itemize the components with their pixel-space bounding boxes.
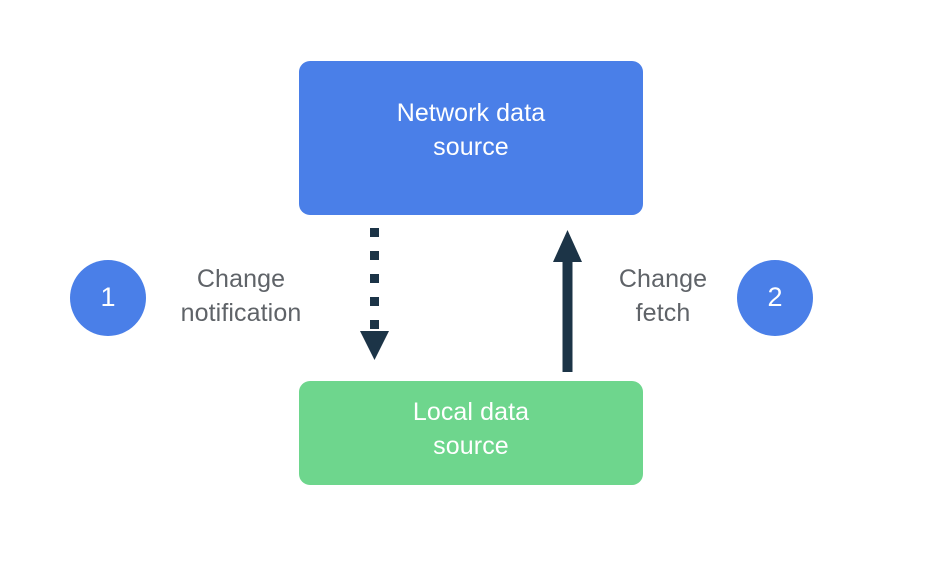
edge-label-change-notification: Change notification (180, 265, 302, 327)
node-local-data-source-label: Local data source (412, 398, 530, 460)
arrowhead-up-icon (553, 230, 582, 262)
step-badge-2[interactable]: 2 (737, 260, 813, 336)
arrowhead-down-icon (360, 331, 389, 360)
arrow-change-fetch-solid-up (553, 230, 582, 372)
arrow-dot (370, 228, 379, 237)
step-badge-1-label: 1 (100, 281, 116, 312)
step-badge-2-label: 2 (767, 281, 783, 312)
step-badge-1[interactable]: 1 (70, 260, 146, 336)
edge-label-change-fetch: Change fetch (618, 265, 708, 327)
node-network-data-source[interactable]: Network data source (299, 61, 643, 215)
arrow-shaft (562, 260, 573, 372)
arrow-dot (370, 274, 379, 283)
arrow-dot (370, 251, 379, 260)
node-network-data-source-label: Network data source (396, 99, 546, 161)
arrow-dot (370, 297, 379, 306)
arrow-dot (370, 320, 379, 329)
node-local-data-source[interactable]: Local data source (299, 381, 643, 485)
arrow-change-notification-dotted-down (360, 228, 389, 360)
